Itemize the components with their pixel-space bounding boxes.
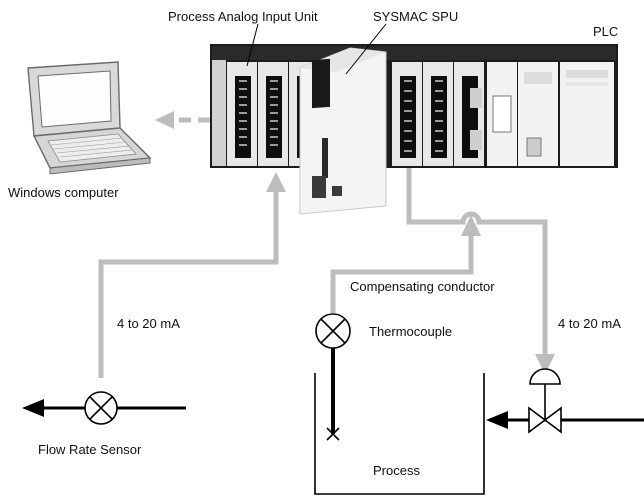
computer-link-arrow [155,111,210,129]
label-thermocouple: Thermocouple [369,324,452,339]
output-signal-line [406,168,548,356]
io-module-group-right [392,62,484,166]
leader-process-analog-input-unit [246,23,259,67]
label-current-left: 4 to 20 mA [117,316,180,331]
label-process: Process [373,463,420,478]
label-process-analog-input-unit: Process Analog Input Unit [168,9,318,24]
control-valve-icon [528,368,562,434]
plc-rack [210,44,618,168]
thermocouple-icon [315,313,351,349]
label-sysmac-spu: SYSMAC SPU [373,9,458,24]
sysmac-spu-unit [299,47,387,215]
label-windows-computer: Windows computer [8,185,119,200]
probe-tip-icon [326,427,340,441]
compensating-conductor-arrowhead [461,215,481,236]
compensating-conductor-line [330,235,474,313]
flow-signal-arrowhead [266,172,286,192]
label-flow-rate-sensor: Flow Rate Sensor [38,442,142,457]
laptop-icon [27,61,152,175]
inlet-pipe-arrowhead [486,411,508,429]
output-signal-arrowhead [535,354,555,374]
leader-sysmac-spu [345,23,387,75]
plc-cpu-modules [487,62,614,166]
label-current-right: 4 to 20 mA [558,316,621,331]
flow-signal-line [98,190,279,378]
flow-pipe-arrowhead [22,399,44,417]
label-plc: PLC [593,24,618,39]
flow-rate-sensor-icon [84,391,118,425]
label-compensating-conductor: Compensating conductor [350,279,495,294]
process-tank [314,373,485,495]
